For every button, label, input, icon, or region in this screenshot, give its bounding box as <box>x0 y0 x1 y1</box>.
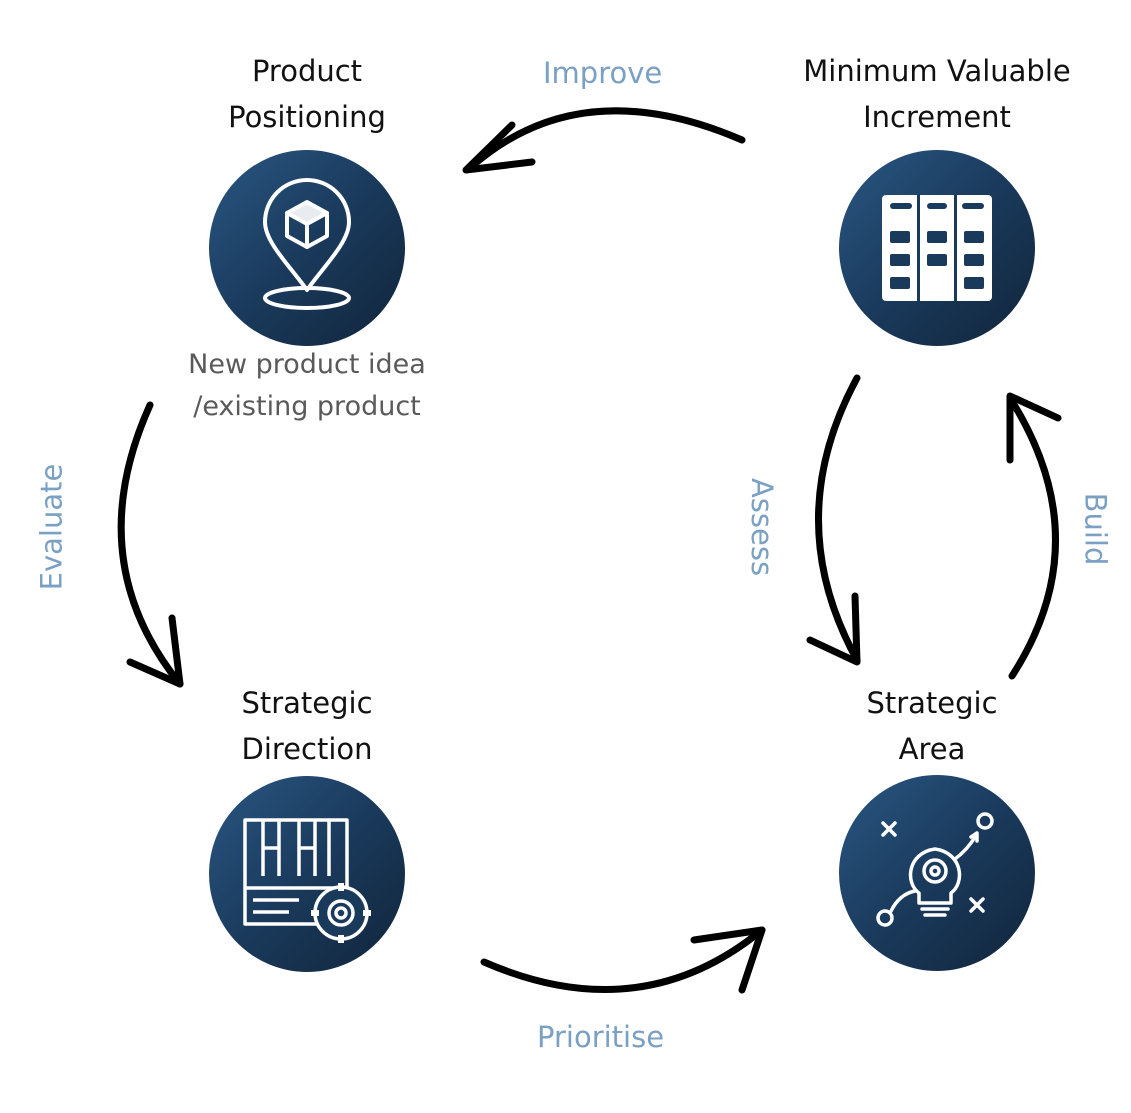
node-strategic-area <box>839 775 1035 971</box>
node-minimum-valuable-increment <box>839 150 1035 346</box>
edge-label-improve: Improve <box>543 56 663 90</box>
edge-label-assess: Assess <box>745 477 780 577</box>
node-strategic-direction <box>209 776 405 972</box>
board-gear-icon <box>243 818 371 943</box>
location-pin-box-icon <box>263 178 351 310</box>
edge-label-evaluate: Evaluate <box>34 463 69 591</box>
node-title-strategic-area: Strategic Area <box>866 686 998 766</box>
lightbulb-strategy-icon <box>876 812 994 927</box>
edge-label-prioritise: Prioritise <box>537 1020 665 1054</box>
build-arrowhead <box>1006 392 1062 464</box>
assess-arrow <box>815 374 861 664</box>
node-title-minimum-valuable-increment: Minimum Valuable Increment <box>803 54 1071 134</box>
build-arrow <box>1006 394 1059 680</box>
node-title-strategic-direction: Strategic Direction <box>241 686 373 766</box>
prioritise-arrow <box>480 926 766 993</box>
node-product-positioning <box>209 150 405 346</box>
improve-arrow <box>466 107 746 172</box>
node-title-product-positioning: Product Positioning <box>228 54 386 134</box>
prioritise-arrowhead <box>690 926 766 994</box>
assess-arrowhead <box>806 592 861 666</box>
edge-label-build: Build <box>1078 492 1113 566</box>
kanban-board-icon <box>882 195 992 301</box>
evaluate-arrow <box>117 401 184 688</box>
improve-arrowhead <box>462 121 536 174</box>
node-subtitle-product-positioning: New product idea /existing product <box>188 349 426 422</box>
evaluate-arrowhead <box>126 614 184 688</box>
